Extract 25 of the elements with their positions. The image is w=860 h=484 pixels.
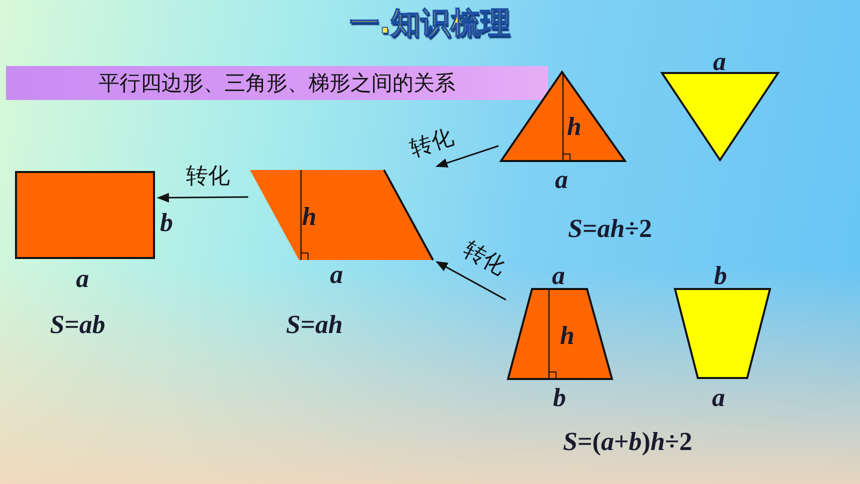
- formula: S=ab: [50, 312, 106, 338]
- banner-text: 平行四边形、三角形、梯形之间的关系: [98, 70, 456, 97]
- side-label: a: [555, 167, 568, 193]
- arrow: [436, 261, 506, 300]
- side-label: a: [713, 49, 726, 75]
- edge-label: 转化: [408, 126, 456, 162]
- side-label: b: [553, 385, 566, 411]
- edge-label: 转化: [186, 166, 230, 188]
- height-label: h: [567, 114, 582, 140]
- side-label: a: [330, 262, 343, 288]
- side-label: a: [76, 266, 89, 292]
- title: 一.知识梳理: [349, 6, 511, 41]
- arrow: [156, 192, 248, 202]
- arrow: [436, 145, 499, 168]
- formula: S=ah: [286, 312, 343, 338]
- height-label: h: [560, 323, 574, 349]
- side-label: a: [552, 263, 565, 289]
- edge-label: 转化: [459, 238, 509, 280]
- side-label: b: [714, 263, 727, 289]
- side-label: a: [712, 385, 725, 411]
- formula: S=ah÷2: [568, 216, 652, 242]
- height-label: h: [302, 204, 316, 230]
- heading-banner: [6, 66, 548, 100]
- side-label: b: [160, 210, 173, 236]
- formula: S=(a+b)h÷2: [563, 429, 692, 455]
